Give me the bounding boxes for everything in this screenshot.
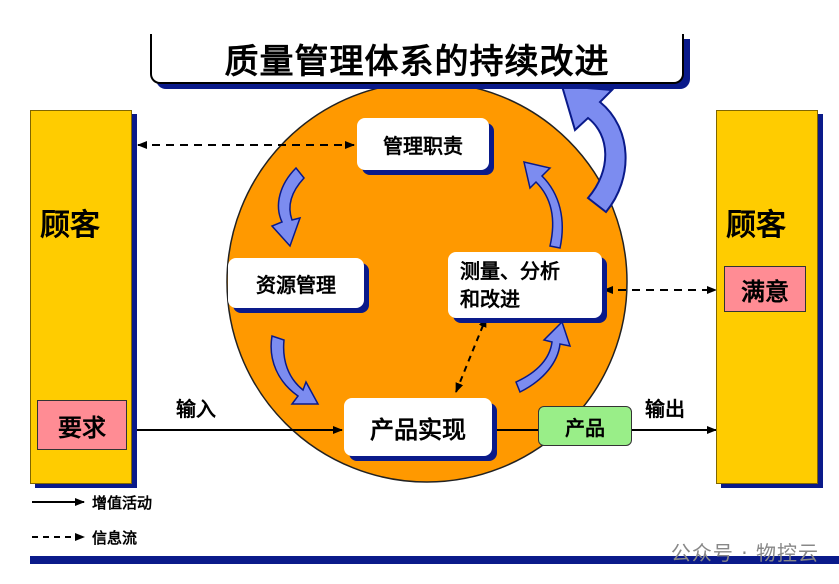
- measurement-analysis-box: 测量、分析 和改进: [448, 252, 602, 318]
- output-label: 输出: [645, 397, 685, 421]
- input-label: 输入: [176, 397, 216, 421]
- cycle-arrow-2: [270, 335, 320, 405]
- improvement-arrow: [560, 84, 627, 214]
- management-responsibility-box: 管理职责: [357, 118, 489, 170]
- satisfaction-box: 满意: [724, 266, 806, 312]
- cycle-arrow-1: [270, 166, 305, 248]
- legend-info-flow: 信息流: [92, 529, 138, 547]
- requirement-box: 要求: [37, 400, 127, 450]
- measurement-line-1: 测量、分析: [460, 259, 560, 283]
- right-customer-label: 顾客: [726, 208, 786, 243]
- cycle-arrow-4: [522, 160, 563, 249]
- product-box: 产品: [538, 406, 632, 446]
- legend-value-activity: 增值活动: [92, 494, 153, 512]
- watermark: 公众号 · 物控云: [670, 541, 819, 565]
- left-customer-label: 顾客: [40, 208, 100, 243]
- product-realization-box: 产品实现: [344, 398, 492, 456]
- info-flow-diagonal: [455, 317, 487, 393]
- footer-bar: [30, 556, 839, 564]
- measurement-line-2: 和改进: [460, 287, 520, 311]
- resource-management-box: 资源管理: [228, 258, 364, 308]
- cycle-arrow-3: [515, 320, 572, 394]
- diagram-title: 质量管理体系的持续改进: [150, 34, 684, 84]
